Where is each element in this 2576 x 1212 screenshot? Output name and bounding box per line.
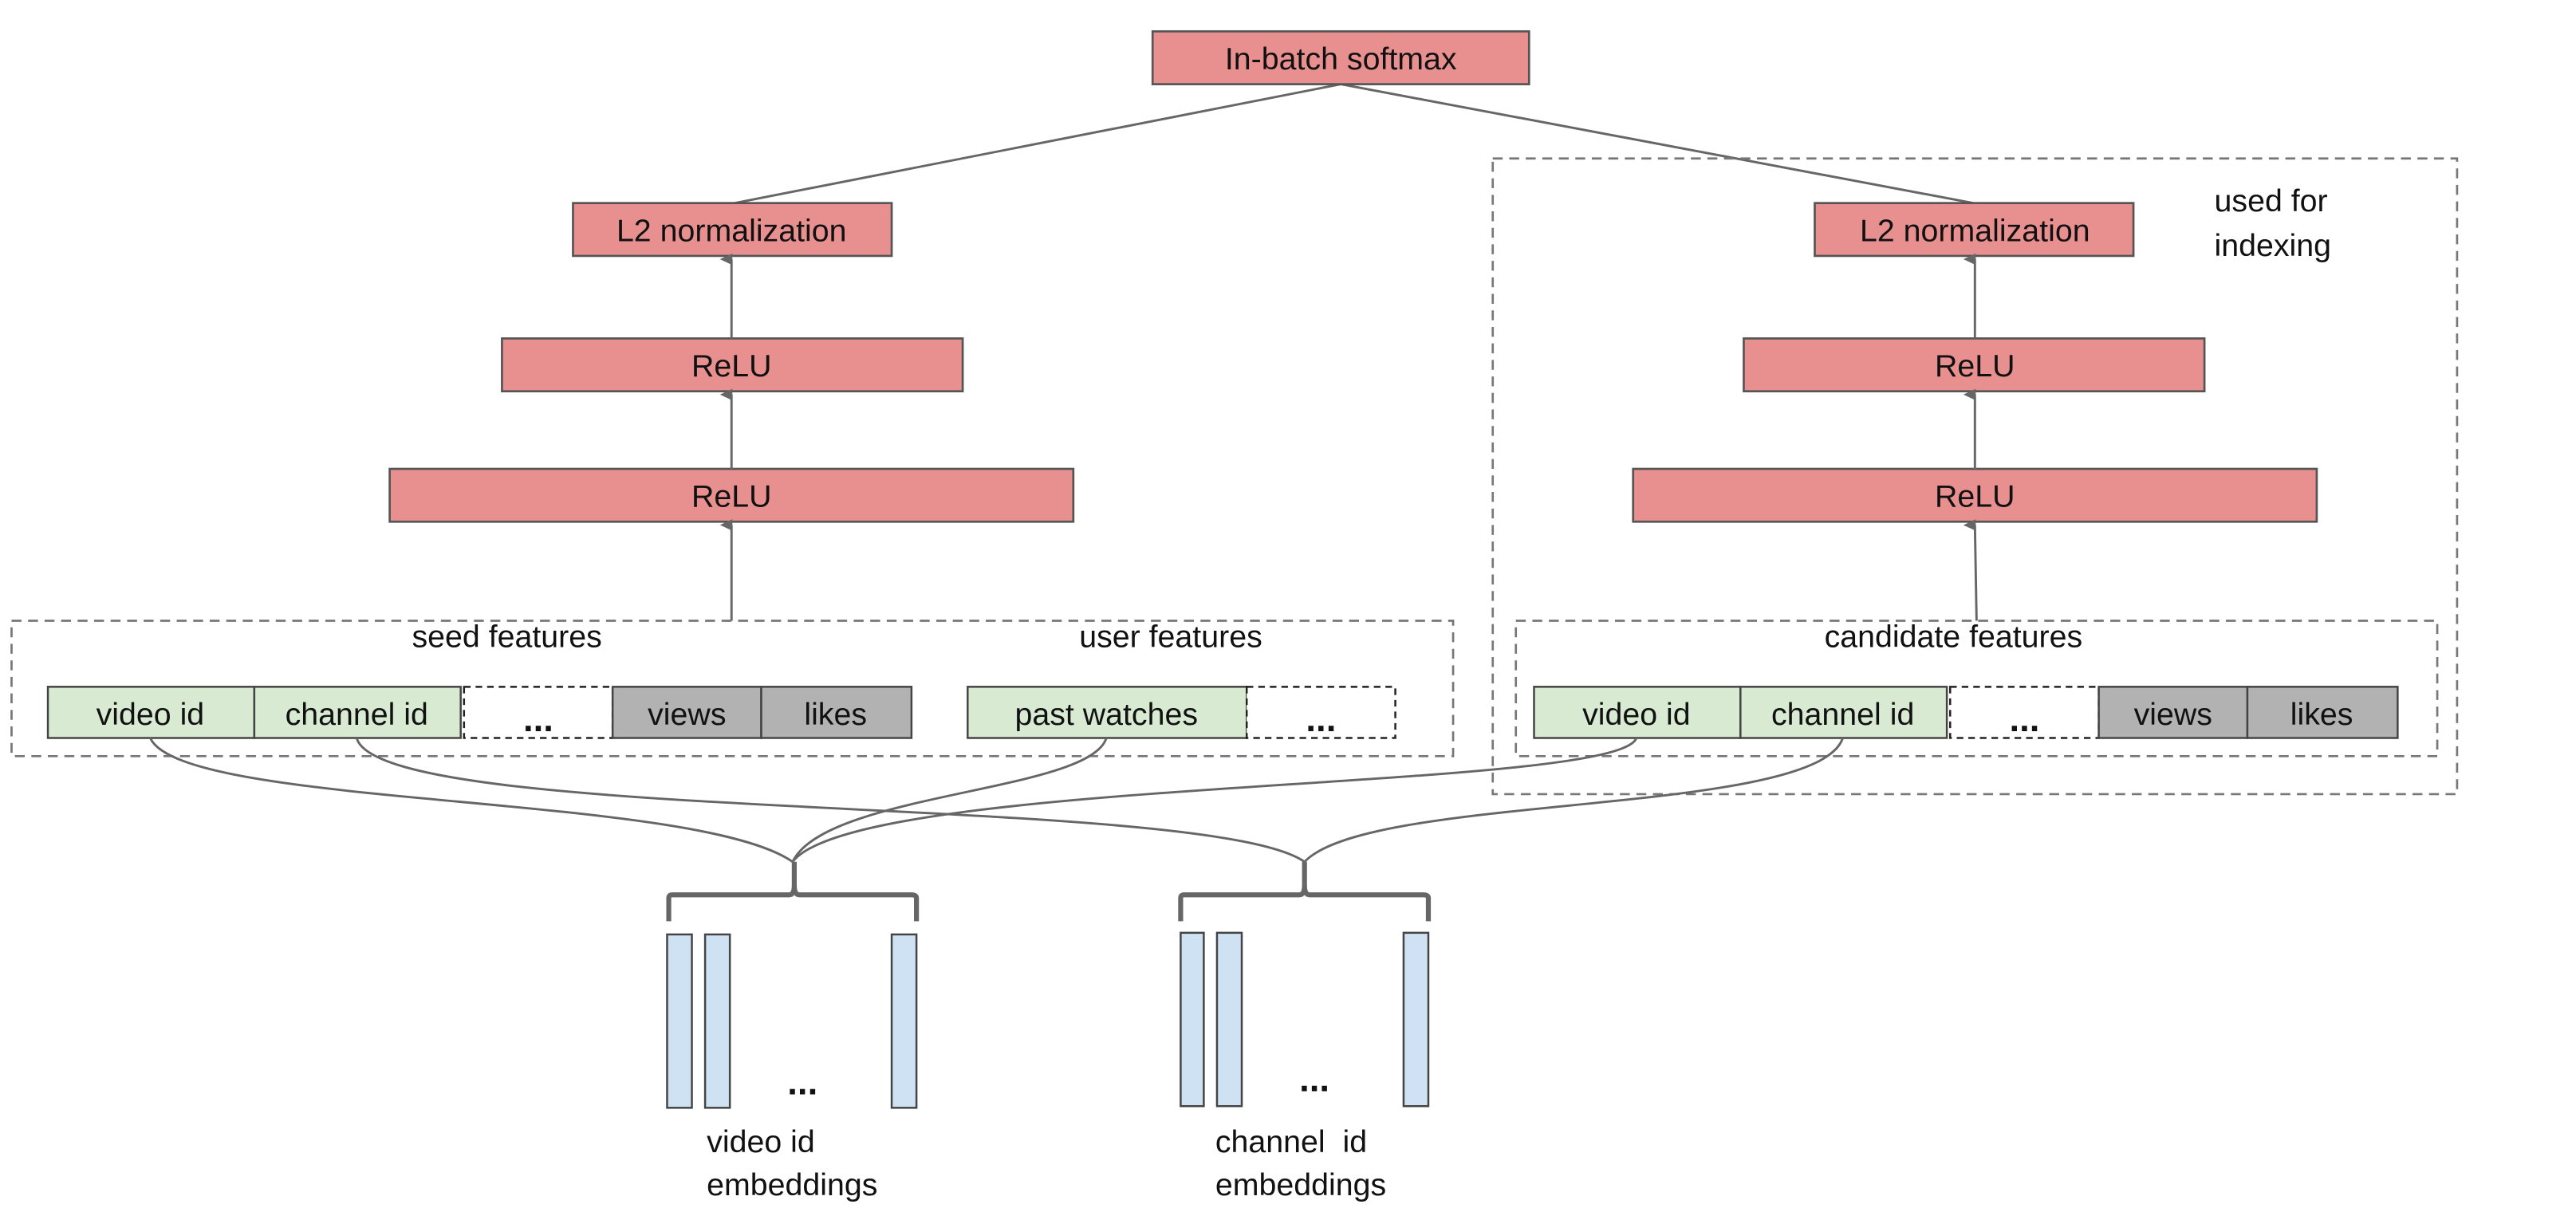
seed-video-to-video-emb: [149, 737, 794, 863]
right-l2-label: L2 normalization: [1860, 213, 2090, 248]
query-features-group: seed features user features video id cha…: [10, 620, 1455, 758]
seed-feature-likes-label: likes: [804, 697, 867, 732]
cand-video-to-video-emb: [791, 737, 1638, 863]
cand-channel-to-channel-emb: [1303, 738, 1845, 863]
left-relu-top-label: ReLU: [691, 348, 772, 384]
seed-feature-views-label: views: [648, 697, 726, 732]
channel-embedding-label-line2: embeddings: [1215, 1167, 1386, 1202]
channel-embedding-dots: ...: [1299, 1059, 1329, 1100]
softmax-box: [1151, 30, 1530, 85]
softmax-connectors: [735, 83, 1974, 205]
user-feature-more: [1245, 686, 1396, 739]
seed-feature-channel-id-label: channel id: [286, 697, 428, 732]
seed-feature-more-dots: ...: [523, 698, 553, 739]
video-embedding-vector-n: [890, 933, 918, 1109]
video-id-embeddings: ... video id embeddings: [666, 933, 918, 1202]
user-feature-more-dots: ...: [1306, 698, 1336, 739]
indexing-box: [1491, 157, 2459, 796]
video-embedding-label-line2: embeddings: [707, 1167, 877, 1202]
candidate-feature-video-id-label: video id: [1582, 697, 1691, 732]
candidate-feature-channel-id-label: channel id: [1771, 697, 1914, 732]
channel-embedding-label-line1: channel id: [1215, 1124, 1367, 1159]
user-features-label: user features: [1079, 620, 1262, 655]
video-embedding-brace: [666, 861, 920, 922]
channel-embedding-vector-1: [1180, 931, 1205, 1108]
channel-embedding-vector-2: [1215, 931, 1243, 1108]
channel-id-embeddings: ... channel id embeddings: [1180, 931, 1430, 1202]
seed-feature-views: [611, 686, 762, 739]
left-relu-bottom: [388, 467, 1075, 523]
video-embedding-vector-2: [703, 933, 731, 1109]
candidate-features-group: candidate features video id channel id .…: [1514, 620, 2439, 758]
left-relu-bottom-label: ReLU: [691, 479, 772, 514]
seed-feature-channel-id: [253, 686, 462, 739]
candidate-features-label: candidate features: [1825, 620, 2083, 655]
candidate-feature-likes: [2246, 686, 2399, 739]
right-relu-bottom-label: ReLU: [1935, 479, 2015, 514]
video-embedding-vector-1: [666, 933, 693, 1109]
left-l2-normalization: [572, 202, 893, 258]
seed-channel-to-channel-emb: [355, 738, 1306, 863]
candidate-feature-views: [2097, 686, 2249, 739]
seed-feature-video-id-label: video id: [97, 697, 205, 732]
channel-embedding-vector-n: [1402, 931, 1430, 1108]
video-embedding-label-line1: video id: [707, 1124, 815, 1159]
right-arrow-3: [1963, 519, 1978, 621]
left-l2-label: L2 normalization: [616, 213, 847, 248]
seed-feature-more: [463, 686, 614, 739]
indexing-label-line2: indexing: [2215, 228, 2332, 263]
embedding-connectors: [149, 737, 1845, 863]
video-embedding-dots: ...: [787, 1062, 817, 1103]
right-relu-top-label: ReLU: [1935, 348, 2015, 384]
left-softmax-line: [735, 83, 1341, 205]
seed-features-label: seed features: [412, 620, 601, 655]
query-tower: L2 normalization ReLU ReLU: [388, 202, 1075, 621]
softmax-node: In-batch softmax: [1151, 30, 1530, 85]
seed-feature-likes: [760, 686, 913, 739]
right-l2-normalization: [1814, 202, 2135, 258]
candidate-feature-video-id: [1533, 686, 1742, 739]
user-feature-past-watches: [967, 686, 1248, 739]
seed-feature-video-id: [46, 686, 256, 739]
candidate-feature-more-dots: ...: [2009, 698, 2039, 739]
channel-embedding-brace: [1178, 861, 1432, 922]
query-features-box: [10, 620, 1455, 758]
candidate-feature-views-label: views: [2134, 697, 2212, 732]
candidate-feature-channel-id: [1739, 686, 1948, 739]
softmax-label: In-batch softmax: [1225, 41, 1457, 77]
candidate-feature-likes-label: likes: [2290, 697, 2353, 732]
past-watches-to-video-emb: [791, 738, 1108, 863]
indexing-label-line1: used for: [2215, 183, 2328, 218]
user-feature-past-watches-label: past watches: [1014, 697, 1198, 732]
right-softmax-line: [1340, 83, 1974, 205]
candidate-tower: used for indexing L2 normalization ReLU …: [1491, 157, 2459, 796]
